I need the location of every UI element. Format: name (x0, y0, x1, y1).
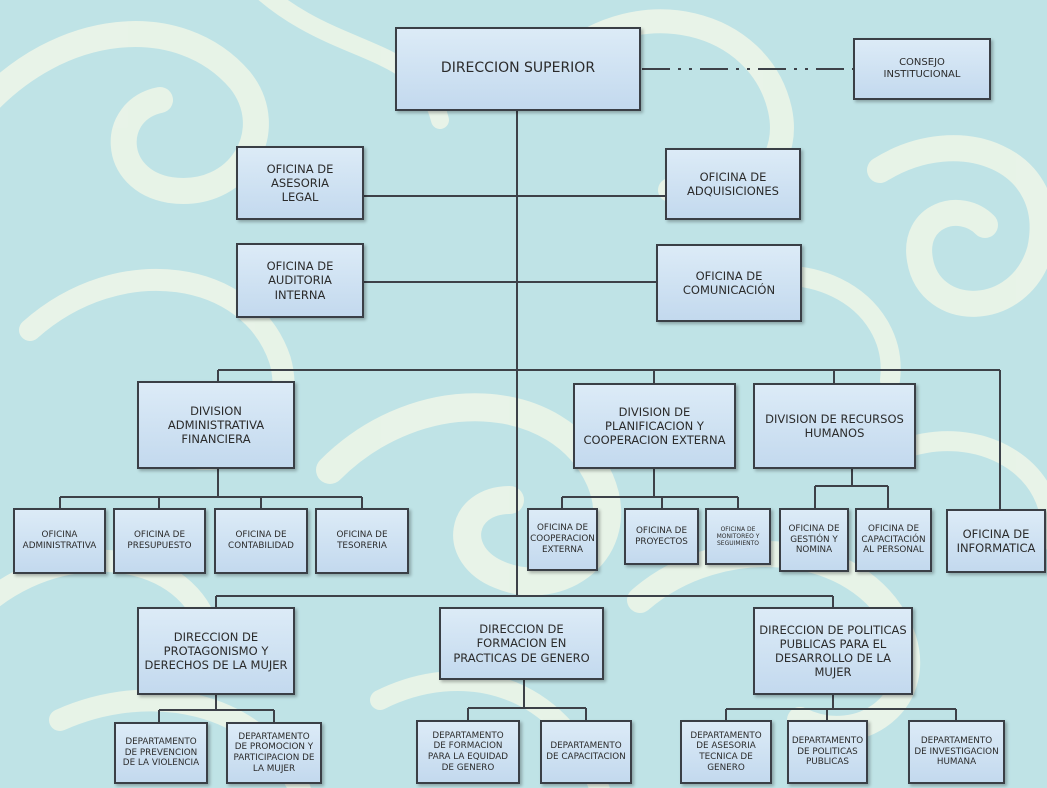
departamento-formacion-equidad-box: DEPARTAMENTO DE FORMACION PARA LA EQUIDA… (416, 720, 520, 784)
departamento-prevencion-violencia-box: DEPARTAMENTO DE PREVENCION DE LA VIOLENC… (114, 722, 208, 784)
direccion-formacion-box: DIRECCION DE FORMACION EN PRACTICAS DE G… (439, 607, 604, 680)
division-planificacion-box: DIVISION DE PLANIFICACION Y COOPERACION … (573, 383, 736, 469)
departamento-capacitacion-box: DEPARTAMENTO DE CAPACITACION (540, 720, 632, 784)
oficina-presupuesto-box: OFICINA DE PRESUPUESTO (113, 508, 206, 574)
oficina-monitoreo-seguimiento-box: OFICINA DE MONITOREO Y SEGUIMIENTO (705, 508, 771, 565)
oficina-proyectos-box: OFICINA DE PROYECTOS (624, 508, 699, 565)
direccion-superior-box: DIRECCION SUPERIOR (395, 27, 641, 111)
oficina-adquisiciones-box: OFICINA DE ADQUISICIONES (665, 148, 801, 220)
departamento-investigacion-humana-box: DEPARTAMENTO DE INVESTIGACION HUMANA (908, 720, 1005, 784)
oficina-comunicacion-box: OFICINA DE COMUNICACIÓN (656, 244, 802, 322)
oficina-contabilidad-box: OFICINA DE CONTABILIDAD (214, 508, 308, 574)
consejo-institucional-box: CONSEJO INSTITUCIONAL (853, 38, 991, 100)
direccion-politicas-publicas-box: DIRECCION DE POLITICAS PUBLICAS PARA EL … (753, 607, 913, 695)
oficina-asesoria-legal-box: OFICINA DE ASESORIA LEGAL (236, 146, 364, 220)
oficina-tesoreria-box: OFICINA DE TESORERIA (315, 508, 409, 574)
oficina-administrativa-box: OFICINA ADMINISTRATIVA (13, 508, 106, 574)
direccion-protagonismo-box: DIRECCION DE PROTAGONISMO Y DERECHOS DE … (137, 607, 295, 695)
departamento-asesoria-tecnica-box: DEPARTAMENTO DE ASESORIA TECNICA DE GENE… (680, 720, 772, 784)
division-administrativa-financiera-box: DIVISION ADMINISTRATIVA FINANCIERA (137, 381, 295, 469)
oficina-gestion-nomina-box: OFICINA DE GESTIÓN Y NOMINA (779, 508, 849, 572)
oficina-cooperacion-externa-box: OFICINA DE COOPERACION EXTERNA (527, 508, 598, 571)
division-recursos-humanos-box: DIVISION DE RECURSOS HUMANOS (753, 383, 916, 469)
departamento-politicas-publicas-box: DEPARTAMENTO DE POLITICAS PUBLICAS (787, 720, 868, 784)
departamento-promocion-participacion-box: DEPARTAMENTO DE PROMOCION Y PARTICIPACIO… (226, 722, 322, 784)
oficina-capacitacion-personal-box: OFICINA DE CAPACITACIÓN AL PERSONAL (855, 508, 932, 572)
oficina-auditoria-interna-box: OFICINA DE AUDITORIA INTERNA (236, 243, 364, 318)
oficina-informatica-box: OFICINA DE INFORMATICA (946, 509, 1046, 573)
